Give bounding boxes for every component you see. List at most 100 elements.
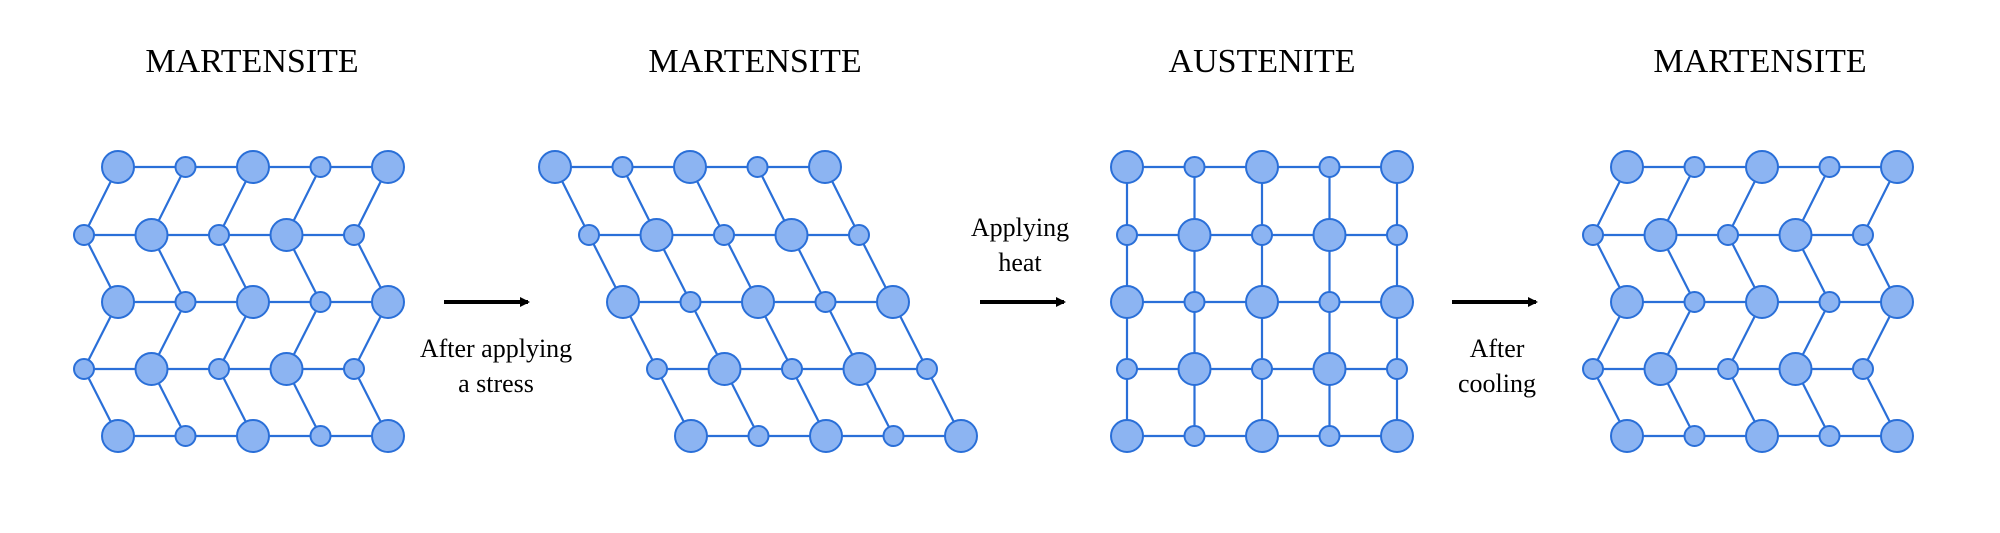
atom-small <box>1386 358 1408 380</box>
atom-small <box>1318 291 1341 313</box>
atom-large <box>1643 352 1678 386</box>
panel-title-martensite-stressed: MARTENSITE <box>648 43 861 80</box>
atom-small <box>1582 358 1604 380</box>
atom-large <box>1880 419 1914 453</box>
atoms <box>538 150 978 453</box>
atom-small <box>208 358 230 380</box>
atom-small <box>174 156 197 178</box>
atoms <box>1110 150 1414 453</box>
atom-large <box>1778 218 1813 252</box>
atom-large <box>1110 150 1144 184</box>
atom-small <box>746 156 769 178</box>
atom-large <box>134 352 169 386</box>
atom-small <box>73 224 95 246</box>
atom-small <box>747 425 770 447</box>
label-cooling-line-1: After <box>1470 334 1525 363</box>
atom-large <box>236 419 270 453</box>
lattice-martensite-final <box>1582 150 1914 453</box>
atom-small <box>611 156 634 178</box>
atom-large <box>236 285 270 319</box>
atom-small <box>309 156 332 178</box>
atom-large <box>741 285 775 319</box>
atom-large <box>809 419 843 453</box>
atom-small <box>343 358 365 380</box>
label-heat-line-2: heat <box>998 248 1042 277</box>
panel-title-austenite: AUSTENITE <box>1169 43 1356 80</box>
atom-large <box>1610 285 1644 319</box>
atom-large <box>269 352 304 386</box>
panel-title-martensite-initial: MARTENSITE <box>145 43 358 80</box>
atom-small <box>1318 156 1341 178</box>
atom-large <box>707 352 742 386</box>
atom-large <box>876 285 910 319</box>
atom-small <box>679 291 702 313</box>
atom-large <box>1245 150 1279 184</box>
atom-small <box>1116 358 1138 380</box>
atom-large <box>1245 285 1279 319</box>
atom-small <box>1251 224 1273 246</box>
atom-small <box>1183 156 1206 178</box>
atoms <box>1582 150 1914 453</box>
atom-small <box>1852 358 1874 380</box>
atom-large <box>1745 285 1779 319</box>
atom-large <box>944 419 978 453</box>
atom-large <box>1880 285 1914 319</box>
atom-large <box>101 150 135 184</box>
panel-title-martensite-final: MARTENSITE <box>1653 43 1866 80</box>
atom-small <box>1818 156 1841 178</box>
atom-large <box>1177 352 1212 386</box>
atom-large <box>1380 150 1414 184</box>
lattice-austenite <box>1110 150 1414 453</box>
atom-small <box>174 291 197 313</box>
atom-small <box>713 224 735 246</box>
atom-large <box>101 285 135 319</box>
atom-small <box>646 358 668 380</box>
label-cooling-line-2: cooling <box>1458 369 1536 398</box>
atom-large <box>101 419 135 453</box>
atom-small <box>1183 425 1206 447</box>
atom-small <box>781 358 803 380</box>
atom-small <box>1683 156 1706 178</box>
atom-large <box>1380 419 1414 453</box>
atom-small <box>343 224 365 246</box>
atom-large <box>1380 285 1414 319</box>
atom-large <box>1610 150 1644 184</box>
atom-large <box>842 352 877 386</box>
atom-large <box>673 150 707 184</box>
atom-large <box>1880 150 1914 184</box>
atom-large <box>134 218 169 252</box>
atom-large <box>371 150 405 184</box>
atom-large <box>371 285 405 319</box>
atom-large <box>1778 352 1813 386</box>
atom-large <box>269 218 304 252</box>
atom-small <box>1683 425 1706 447</box>
atom-small <box>309 291 332 313</box>
label-stress-line-2: a stress <box>458 369 534 398</box>
atom-small <box>309 425 332 447</box>
atom-small <box>578 224 600 246</box>
atom-large <box>1110 285 1144 319</box>
atom-large <box>1312 218 1347 252</box>
atom-small <box>1717 224 1739 246</box>
atom-small <box>882 425 905 447</box>
atom-small <box>1183 291 1206 313</box>
atom-small <box>1251 358 1273 380</box>
atom-large <box>1177 218 1212 252</box>
atom-small <box>1818 425 1841 447</box>
atom-small <box>1852 224 1874 246</box>
label-stress-line-1: After applying <box>420 334 572 363</box>
lattice-martensite-stressed <box>538 150 978 453</box>
atom-large <box>1643 218 1678 252</box>
atom-large <box>774 218 809 252</box>
atom-large <box>674 419 708 453</box>
atom-small <box>208 224 230 246</box>
atom-large <box>538 150 572 184</box>
atom-large <box>371 419 405 453</box>
lattice-martensite-initial <box>73 150 405 453</box>
atom-small <box>1818 291 1841 313</box>
atom-large <box>1110 419 1144 453</box>
atom-large <box>639 218 674 252</box>
atom-large <box>1312 352 1347 386</box>
atom-large <box>1245 419 1279 453</box>
